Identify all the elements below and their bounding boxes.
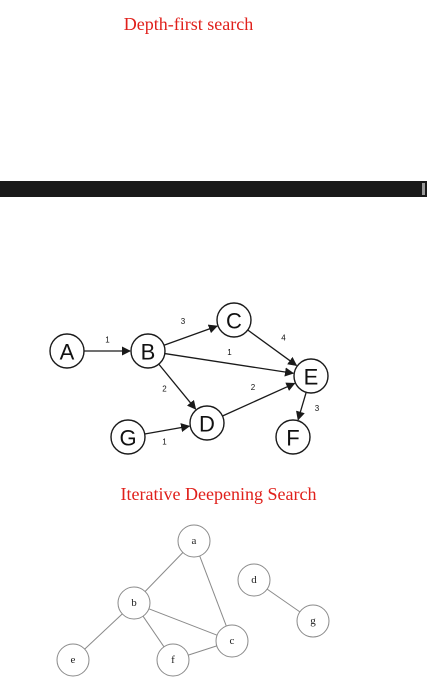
ids-node-c: c (215, 624, 249, 658)
node-label-F: F (286, 426, 299, 451)
ids-node-g: g (296, 604, 330, 638)
ids-edge-a-b (144, 552, 184, 592)
ids-edge-d-g (266, 588, 301, 613)
edge-E-F (296, 392, 307, 421)
edge-weight-A-B: 1 (105, 336, 110, 345)
node-label-E: E (304, 365, 319, 390)
dfs-title: Depth-first search (123, 14, 254, 34)
node-label-B: B (141, 340, 156, 365)
node-label-G: G (119, 426, 136, 451)
edge-B-C (163, 324, 218, 346)
ids-title: Iterative Deepening Search (120, 484, 317, 504)
edge-weight-C-E: 4 (281, 334, 286, 343)
edge-weight-B-E: 1 (227, 348, 232, 357)
edge-B-D (158, 363, 197, 410)
ids-node-circle-d (237, 563, 271, 597)
ids-edge-a-c (199, 555, 227, 627)
ids-node-d: d (237, 563, 271, 597)
ids-edge-b-e (84, 613, 123, 650)
ids-edge-b-f (142, 615, 165, 648)
edge-D-E (222, 382, 296, 417)
edge-C-E (247, 329, 298, 366)
edge-weight-E-F: 3 (315, 404, 320, 413)
node-A: A (49, 333, 85, 369)
node-circle-F (275, 419, 311, 455)
node-label-D: D (199, 412, 215, 437)
ids-edge-b-c (148, 608, 218, 636)
edge-B-E (164, 352, 295, 377)
ids-node-b: b (117, 586, 151, 620)
ids-node-e: e (56, 643, 90, 677)
ids-node-label-b: b (131, 597, 137, 609)
node-label-C: C (226, 309, 242, 334)
ids-node-circle-a (177, 524, 211, 558)
ids-node-circle-g (296, 604, 330, 638)
edge-weight-B-C: 3 (181, 317, 186, 326)
node-circle-B (130, 333, 166, 369)
ids-edge-f-c (188, 645, 217, 656)
ids-node-label-a: a (192, 535, 197, 547)
ids-node-label-c: c (230, 635, 235, 647)
divider-end-mark (422, 183, 425, 195)
ids-node-label-g: g (310, 615, 316, 627)
node-label-A: A (60, 340, 75, 365)
ids-node-circle-c (215, 624, 249, 658)
ids-node-label-f: f (171, 654, 175, 666)
ids-node-label-e: e (71, 654, 76, 666)
node-circle-A (49, 333, 85, 369)
ids-node-circle-f (156, 643, 190, 677)
edge-G-D (144, 423, 191, 435)
edge-weight-D-E: 2 (251, 383, 256, 392)
node-circle-E (293, 358, 329, 394)
ids-node-label-d: d (251, 574, 257, 586)
node-C: C (216, 302, 252, 338)
ids-node-circle-b (117, 586, 151, 620)
node-F: F (275, 419, 311, 455)
ids-node-f: f (156, 643, 190, 677)
node-B: B (130, 333, 166, 369)
ids-node-a: a (177, 524, 211, 558)
node-circle-G (110, 419, 146, 455)
edge-weight-B-D: 2 (162, 385, 167, 394)
node-D: D (189, 405, 225, 441)
dfs-graph: 1 3 1 2 4 2 1 3 A B C E D G F (49, 302, 329, 455)
node-circle-C (216, 302, 252, 338)
ids-node-circle-e (56, 643, 90, 677)
divider-bar (0, 181, 427, 197)
node-circle-D (189, 405, 225, 441)
node-G: G (110, 419, 146, 455)
node-E: E (293, 358, 329, 394)
edge-weight-G-D: 1 (162, 438, 167, 447)
